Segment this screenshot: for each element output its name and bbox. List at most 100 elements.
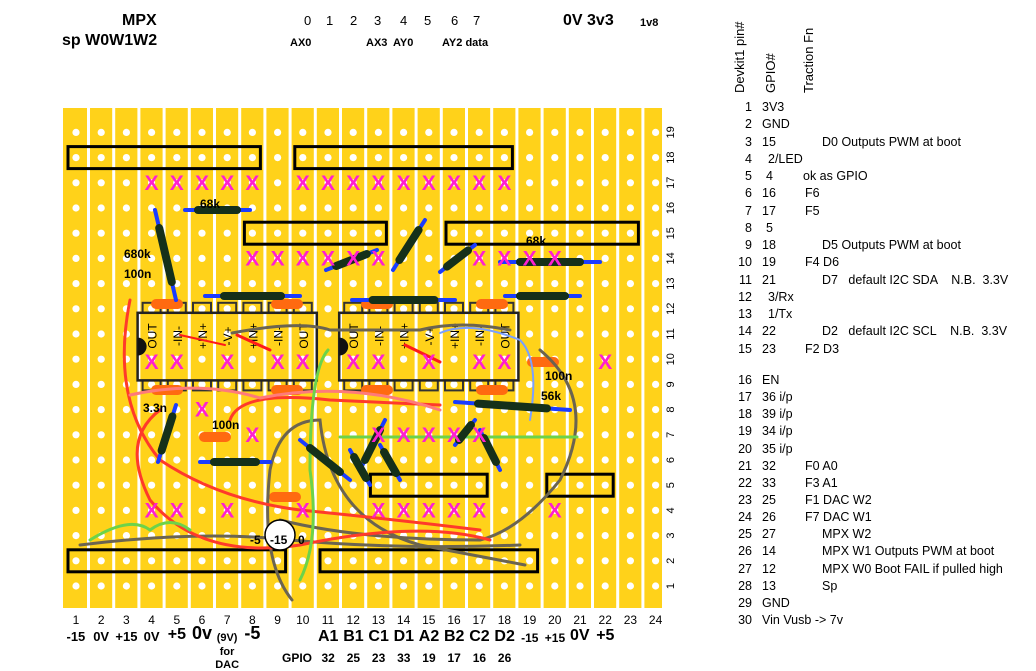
jumper-wire [135, 408, 492, 550]
hole [198, 254, 206, 262]
table-gpio: 2/LED [768, 151, 803, 166]
jumper-wire [228, 396, 442, 422]
hole [248, 229, 256, 237]
hole [374, 481, 382, 489]
track-cut-mark: X [145, 172, 159, 195]
table-gpio: 13 [762, 578, 776, 593]
hole [97, 456, 105, 464]
table-function: F2 D3 [805, 341, 840, 356]
ic-pin-label: +IN+ [196, 323, 210, 349]
table-gpio: EN [762, 373, 780, 387]
hole [601, 330, 609, 338]
hole [299, 456, 307, 464]
hole [374, 582, 382, 590]
hole [475, 582, 483, 590]
resistor-body [395, 226, 423, 264]
hole [551, 582, 559, 590]
hole [450, 305, 458, 313]
hole [299, 254, 307, 262]
hole [652, 431, 660, 439]
column-number: 22 [599, 613, 613, 627]
strip-gap [288, 108, 292, 608]
table-header-fn: Traction Fn [801, 27, 816, 93]
jumper-wire [266, 418, 527, 602]
hole [601, 406, 609, 414]
hole [450, 380, 458, 388]
hole [652, 305, 660, 313]
hole [173, 582, 181, 590]
column-number: 5 [173, 613, 180, 627]
table-pin: 21 [738, 458, 752, 473]
pin-header [293, 145, 514, 171]
capacitor [151, 299, 183, 309]
hole [223, 557, 231, 565]
table-function: F6 [805, 186, 820, 201]
hole [72, 406, 80, 414]
channel-number: 4 [400, 13, 408, 28]
track-cut-mark: X [371, 172, 385, 195]
table-pin: 7 [745, 203, 752, 218]
column-number: 6 [199, 613, 206, 627]
rail-1v8-label: 1v8 [640, 17, 659, 29]
hole [526, 128, 534, 136]
ic-pin-label: -IN- [473, 326, 487, 346]
hole [601, 557, 609, 565]
ic-pin-label: OUT [347, 323, 361, 349]
track-cut-mark: X [371, 424, 385, 447]
hole [652, 406, 660, 414]
capacitor [269, 492, 301, 502]
table-pin: 23 [738, 492, 752, 507]
hole [526, 179, 534, 187]
hole [425, 280, 433, 288]
hole [475, 481, 483, 489]
hole [576, 305, 584, 313]
hole [173, 179, 181, 187]
track-cut-mark: X [296, 499, 310, 522]
hole [652, 330, 660, 338]
hole [601, 506, 609, 514]
hole [425, 557, 433, 565]
track-cut-mark: X [472, 424, 486, 447]
track-cut-mark: X [220, 499, 234, 522]
hole [349, 204, 357, 212]
track-cut-mark: X [497, 351, 511, 374]
hole [601, 305, 609, 313]
hole [526, 280, 534, 288]
hole [148, 280, 156, 288]
channel-label: AX0 [290, 37, 312, 49]
hole [97, 280, 105, 288]
hole [324, 128, 332, 136]
hole [274, 179, 282, 187]
pin-header [66, 548, 288, 574]
mpx-sub-label: sp W0W1W2 [62, 32, 158, 49]
hole [324, 305, 332, 313]
hole [223, 254, 231, 262]
track-cut-mark: X [548, 499, 562, 522]
row-number: 19 [665, 126, 677, 138]
hole [500, 456, 508, 464]
track-cut-mark: X [447, 172, 461, 195]
hole [400, 557, 408, 565]
hole [173, 456, 181, 464]
strip-gap [591, 108, 594, 608]
hole [223, 305, 231, 313]
pin-header [545, 472, 615, 498]
hole [122, 481, 130, 489]
hole [122, 254, 130, 262]
table-gpio: 19 [762, 255, 776, 270]
hole [97, 229, 105, 237]
track-cut-mark: X [422, 351, 436, 374]
hole [122, 506, 130, 514]
table-gpio: 27 [762, 527, 776, 542]
hole [425, 305, 433, 313]
hole [324, 154, 332, 162]
track-cut-mark: X [195, 172, 209, 195]
hole [97, 179, 105, 187]
hole [526, 204, 534, 212]
table-function: D0 Outputs PWM at boot [822, 134, 961, 149]
hole [425, 254, 433, 262]
table-pin: 30 [738, 612, 752, 627]
hole [198, 506, 206, 514]
hole [374, 330, 382, 338]
strip-gap [112, 108, 116, 608]
